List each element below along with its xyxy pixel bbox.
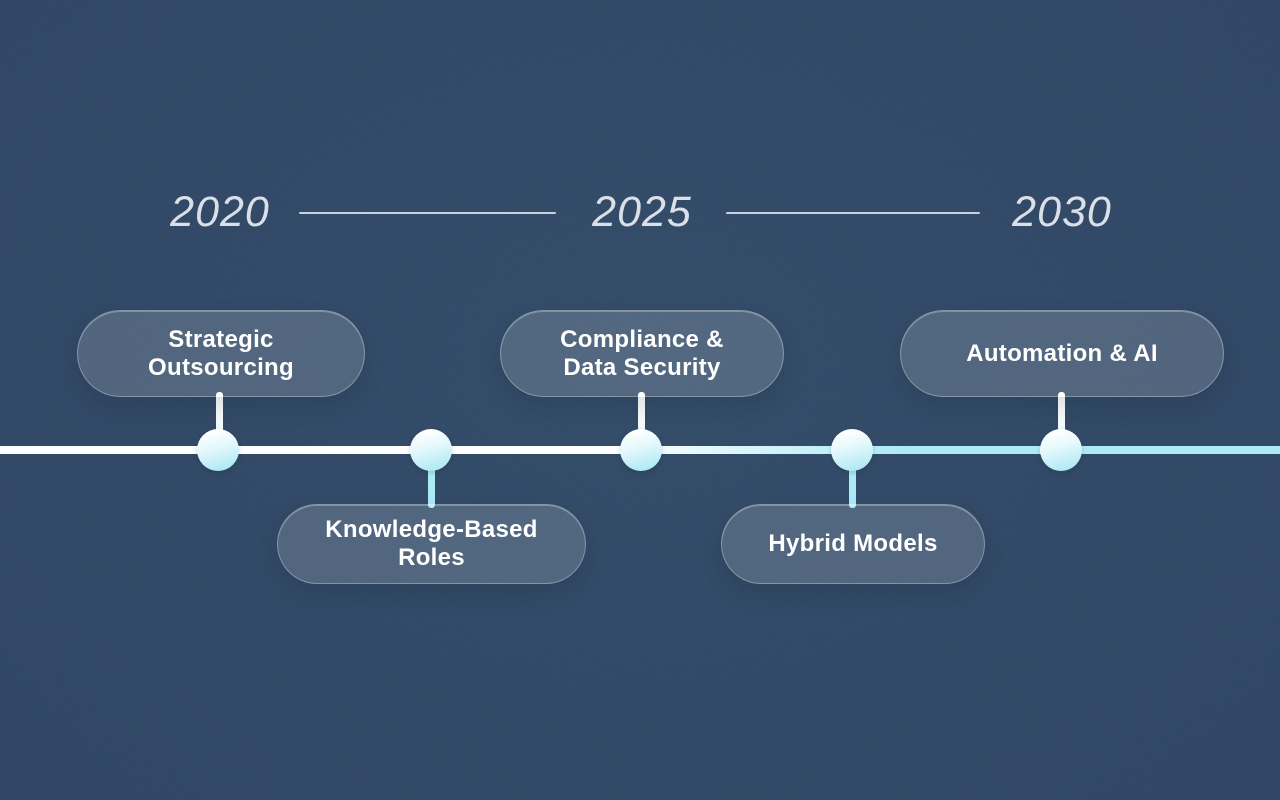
year-label-2030: 2030: [1012, 188, 1112, 236]
year-label-2025: 2025: [592, 188, 692, 236]
timeline-node: [410, 429, 452, 471]
event-pill-strategic-outsourcing: Strategic Outsourcing: [77, 310, 365, 397]
event-pill-label: Hybrid Models: [768, 530, 938, 558]
year-separator-line: [299, 212, 556, 214]
year-label-2020: 2020: [170, 188, 270, 236]
event-pill-label: Knowledge-Based Roles: [325, 516, 538, 571]
event-pill-hybrid-models: Hybrid Models: [721, 504, 985, 584]
timeline-node: [197, 429, 239, 471]
event-pill-knowledge-based-roles: Knowledge-Based Roles: [277, 504, 586, 584]
year-separator-line: [726, 212, 980, 214]
timeline-node: [1040, 429, 1082, 471]
timeline-node: [620, 429, 662, 471]
event-pill-automation-ai: Automation & AI: [900, 310, 1224, 397]
event-pill-label: Compliance & Data Security: [560, 325, 724, 381]
timeline-node: [831, 429, 873, 471]
event-pill-label: Automation & AI: [966, 339, 1158, 367]
event-pill-compliance-data-security: Compliance & Data Security: [500, 310, 784, 397]
event-pill-label: Strategic Outsourcing: [148, 325, 294, 381]
